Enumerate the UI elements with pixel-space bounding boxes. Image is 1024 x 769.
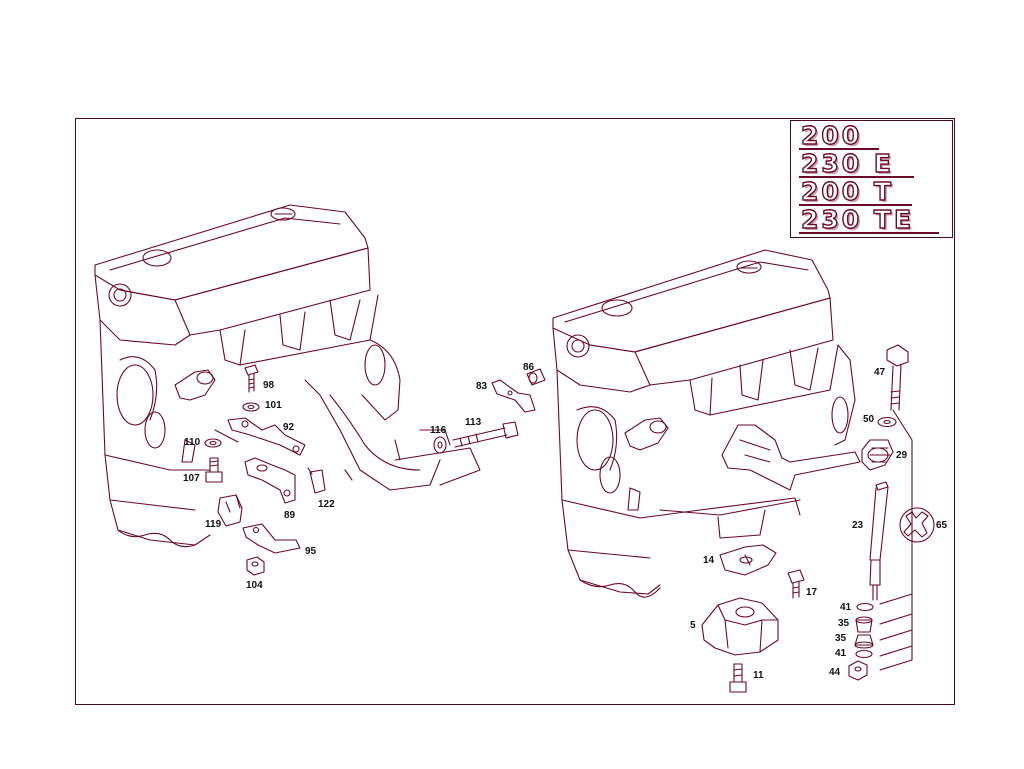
model-underline <box>799 148 879 150</box>
callout-50[interactable]: 50 <box>863 414 875 425</box>
wrench-icon <box>899 507 935 543</box>
callout-95[interactable]: 95 <box>305 546 317 557</box>
callout-101[interactable]: 101 <box>265 400 282 411</box>
middle-parts <box>433 368 546 454</box>
callout-65[interactable]: 65 <box>936 520 948 531</box>
callout-116[interactable]: 116 <box>430 425 447 436</box>
right-engine-block <box>552 249 856 598</box>
left-small-parts <box>204 364 326 576</box>
callout-23[interactable]: 23 <box>852 520 864 531</box>
model-designation-box: 200 230 E 200 T 230 TE <box>790 120 953 238</box>
callout-113[interactable]: 113 <box>465 417 482 428</box>
model-underline <box>799 204 912 206</box>
callout-98[interactable]: 98 <box>263 380 275 391</box>
diagram-frame <box>75 118 955 705</box>
callout-35[interactable]: 35 <box>835 633 847 644</box>
model-underline <box>799 176 914 178</box>
callout-11[interactable]: 11 <box>753 670 764 681</box>
callout-41[interactable]: 41 <box>835 648 847 659</box>
right-parts <box>701 344 935 693</box>
callout-122[interactable]: 122 <box>318 499 335 510</box>
model-underline <box>799 232 939 234</box>
callout-29[interactable]: 29 <box>896 450 908 461</box>
model-label-230e: 230 E <box>800 149 894 178</box>
model-label-230te: 230 TE <box>800 205 915 234</box>
callout-86[interactable]: 86 <box>523 362 535 373</box>
callout-110[interactable]: 110 <box>184 437 201 448</box>
callout-35[interactable]: 35 <box>838 618 850 629</box>
callout-44[interactable]: 44 <box>829 667 841 678</box>
callout-104[interactable]: 104 <box>246 580 263 591</box>
callout-14[interactable]: 14 <box>703 555 715 566</box>
callout-107[interactable]: 107 <box>183 473 200 484</box>
callout-83[interactable]: 83 <box>476 381 488 392</box>
callout-17[interactable]: 17 <box>806 587 818 598</box>
model-label-200: 200 <box>800 121 863 150</box>
left-engine-block <box>94 204 481 548</box>
callout-92[interactable]: 92 <box>283 422 295 433</box>
callout-5[interactable]: 5 <box>690 620 696 631</box>
callout-47[interactable]: 47 <box>874 367 886 378</box>
model-label-200t: 200 T <box>800 177 894 206</box>
callout-89[interactable]: 89 <box>284 510 296 521</box>
callout-119[interactable]: 119 <box>205 519 222 530</box>
callout-41[interactable]: 41 <box>840 602 852 613</box>
